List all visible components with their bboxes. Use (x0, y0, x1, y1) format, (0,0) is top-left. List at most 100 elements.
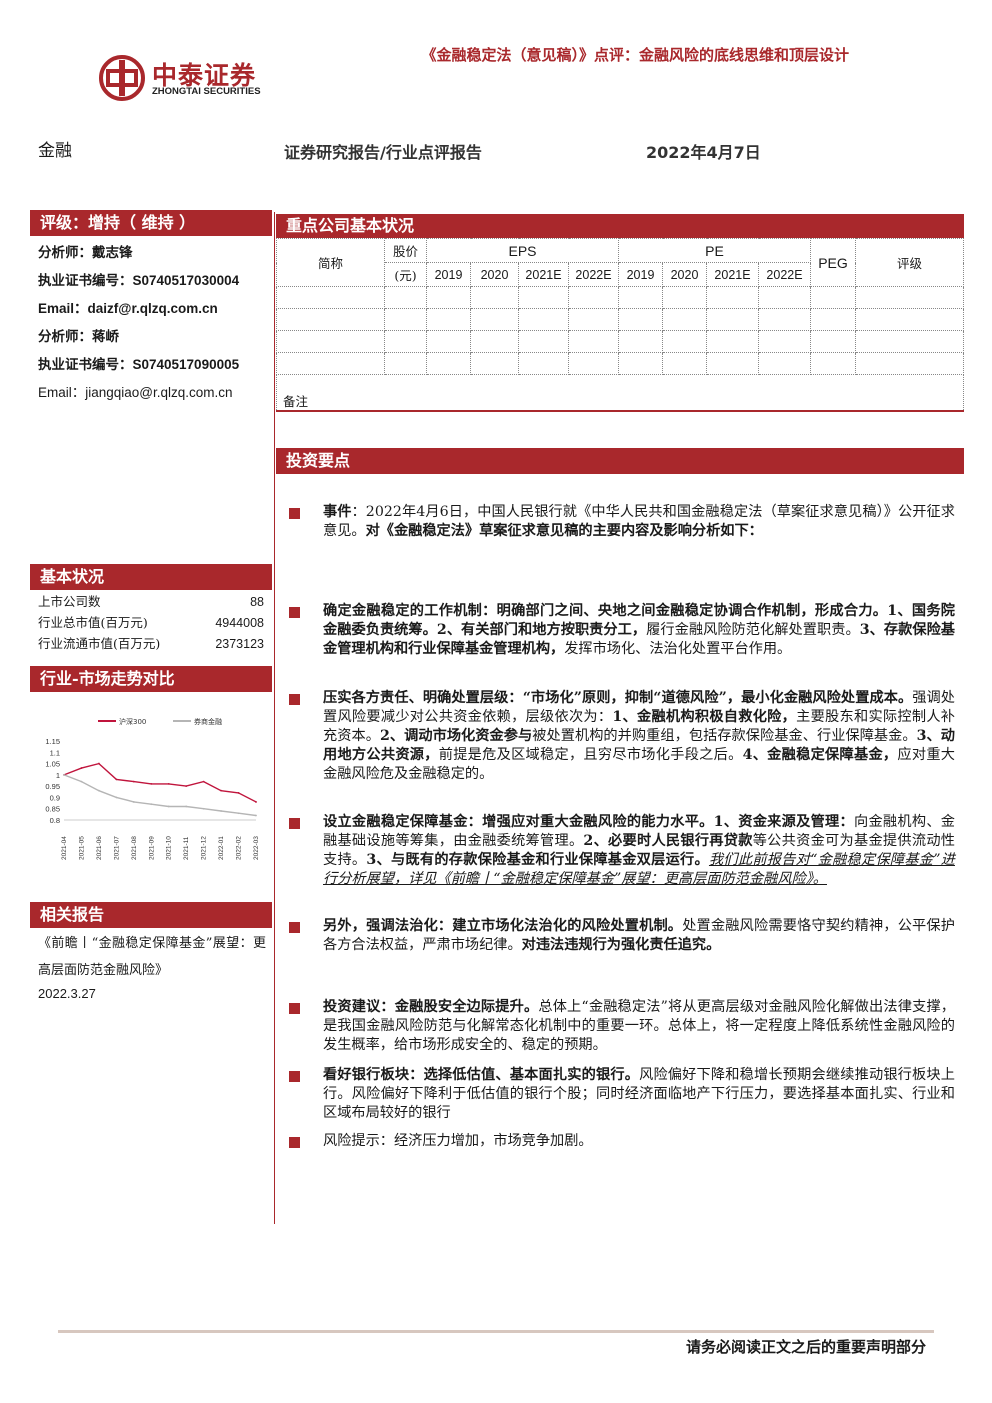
data-point (115, 778, 118, 781)
sector-label: 金融 (38, 141, 72, 161)
company-info-bar: 重点公司基本状况 (276, 214, 964, 238)
related-report-link[interactable]: 《前瞻丨“金融稳定保障基金”展望：更高层面防范金融风险》 (38, 936, 266, 978)
point-investment-advice: 投资建议：金融股安全边际提升。总体上“金融稳定法”将从更高层级对金融风险化解做出… (323, 998, 955, 1055)
analyst-2-email-row: Email：jiangqiao@r.qlzq.com.cn (38, 379, 233, 407)
data-point (237, 812, 240, 815)
legend-label: 券商金融 (194, 717, 222, 726)
zhongtai-logo-icon (99, 55, 145, 101)
point-heading: 4、金融稳定保障基金， (742, 747, 898, 763)
data-point (185, 805, 188, 808)
report-type: 证券研究报告/行业点评报告 (284, 143, 482, 162)
related-report-reference-link[interactable]: 我们此前报告对“金融稳定保障基金”进行分析展望，详见《前瞻丨“金融稳定保障基金”… (323, 852, 955, 887)
bullet-square-icon (289, 818, 300, 829)
point-heading: 压实各方责任、明确处置层级：“市场化”原则，抑制“道德风险”，最小化金融风险处置… (323, 690, 913, 706)
data-point (98, 762, 100, 765)
col-price-header: 股价 (384, 238, 427, 263)
point-text: 主要股东和实际控制人补充资本。 (323, 709, 955, 744)
data-point (185, 785, 188, 788)
col-eps-header: EPS (426, 238, 619, 263)
point-heading: 另外，强调法治化：建立市场化法治化的风险处置机制。 (323, 918, 683, 934)
year-header: 2022E (758, 262, 811, 287)
point-heading: 确定金融稳定的工作机制：明确部门之间、央地之间金融稳定协调合作机制，形成合力。1… (323, 603, 955, 638)
data-point (202, 780, 205, 783)
bullet-square-icon (289, 1137, 300, 1148)
point-heading: 2、调动市场化资金参与 (379, 728, 533, 744)
x-tick-label: 2021-06 (96, 836, 103, 860)
col-price-unit: (元) (384, 262, 427, 287)
point-event: 事件：2022年4月6日，中国人民银行就《中华人民共和国金融稳定法（草案征求意见… (323, 503, 955, 541)
year-header: 2022E (568, 262, 619, 287)
rating-bar: 评级：增持（ 维持 ） (30, 210, 272, 236)
year-header: 2020 (662, 262, 707, 287)
year-header: 2019 (426, 262, 471, 287)
report-title: 《金融稳定法（意见稿）》点评：金融风险的底线思维和顶层设计 (421, 46, 849, 64)
data-point (167, 805, 170, 808)
data-point (80, 767, 83, 769)
year-header: 2020 (470, 262, 519, 287)
data-point (202, 807, 205, 810)
footer-divider (58, 1330, 934, 1333)
brand-name-cn: 中泰证券 (152, 61, 257, 90)
analyst-name: 戴志锋 (92, 245, 133, 261)
bullet-square-icon (289, 607, 300, 618)
trend-bar: 行业-市场走势对比 (30, 666, 272, 692)
point-heading: 看好银行板块：选择低估值、基本面扎实的银行。 (323, 1067, 640, 1083)
related-report-date: 2022.3.27 (38, 986, 96, 1001)
x-tick-label: 2021-10 (166, 836, 173, 860)
data-point (115, 796, 118, 799)
data-point (255, 801, 257, 803)
year-header: 2021E (518, 262, 569, 287)
point-rule-of-law: 另外，强调法治化：建立市场化法治化的风险处置机制。处置金融风险需要恪守契约精神，… (323, 917, 955, 955)
point-text: 强调处置风险要减少对公共资金依赖，层级依次为： (323, 690, 955, 725)
analyst-2-row: 分析师：蒋峤 (38, 323, 119, 351)
year-header: 2019 (618, 262, 663, 287)
point-mechanism: 确定金融稳定的工作机制：明确部门之间、央地之间金融稳定协调合作机制，形成合力。1… (323, 602, 955, 659)
x-tick-label: 2022-03 (253, 836, 260, 860)
point-heading: 投资建议：金融股安全边际提升。 (323, 999, 539, 1015)
x-tick-label: 2021-04 (61, 836, 68, 860)
analyst-role: 分析师： (38, 329, 92, 345)
x-tick-label: 2022-01 (218, 836, 225, 860)
y-tick-label: 1 (56, 771, 60, 780)
x-tick-label: 2021-05 (78, 836, 85, 860)
analyst-1-row: 分析师：戴志锋 (38, 239, 133, 267)
basic-row: 行业总市值(百万元) 4944008 (38, 612, 264, 634)
data-point (150, 803, 153, 806)
point-heading: 设立金融稳定保障基金：增强应对重大金融风险的能力水平。1、资金来源及管理： (323, 814, 854, 830)
x-tick-label: 2021-09 (148, 836, 155, 860)
cert-label: 执业证书编号： (38, 273, 133, 289)
point-heading: 对违法违规行为强化责任追究。 (521, 937, 721, 953)
basic-info-bar: 基本状况 (30, 564, 272, 590)
table-row (276, 308, 964, 331)
table-row (276, 286, 964, 309)
email-label: Email： (38, 301, 88, 316)
y-tick-label: 0.95 (45, 782, 60, 791)
table-note: 备注 (276, 374, 964, 412)
year-header: 2021E (706, 262, 759, 287)
data-point (220, 810, 222, 812)
point-text: 被处置机构的并购重组，包括存款保险基金、行业保障基金。 (532, 728, 917, 744)
point-text: 处置金融风险需要恪守契约精神，公平保护各方合法权益，严肃市场纪律。 (323, 918, 955, 953)
basic-label: 行业总市值(百万元) (38, 615, 148, 630)
data-point (167, 782, 170, 785)
analyst-email[interactable]: daizf@r.qlzq.com.cn (87, 301, 218, 316)
point-fund: 设立金融稳定保障基金：增强应对重大金融风险的能力水平。1、资金来源及管理：向金融… (323, 813, 955, 889)
point-heading: 对《金融稳定法》草案征求意见稿的主要内容及影响分析如下： (365, 523, 763, 539)
analyst-email[interactable]: jiangqiao@r.qlzq.com.cn (85, 385, 233, 400)
cert-number: S0740517090005 (132, 357, 240, 372)
analyst-1-email-row: Email：daizf@r.qlzq.com.cn (38, 295, 218, 323)
col-pe-header: PE (618, 238, 811, 263)
bullet-square-icon (289, 922, 300, 933)
basic-value: 4944008 (215, 616, 264, 630)
brand-name-en: ZHONGTAI SECURITIES (152, 86, 261, 97)
analyst-name: 蒋峤 (92, 329, 119, 345)
point-risk-warning: 风险提示：经济压力增加，市场竞争加剧。 (323, 1133, 593, 1149)
report-date: 2022年4月7日 (646, 143, 761, 162)
point-heading: 事件 (323, 504, 352, 520)
point-text: 履行金融风险防范化解处置职责。 (646, 622, 860, 638)
bullet-square-icon (289, 694, 300, 705)
analyst-role: 分析师： (38, 245, 92, 261)
legend-label: 沪深300 (119, 717, 146, 726)
